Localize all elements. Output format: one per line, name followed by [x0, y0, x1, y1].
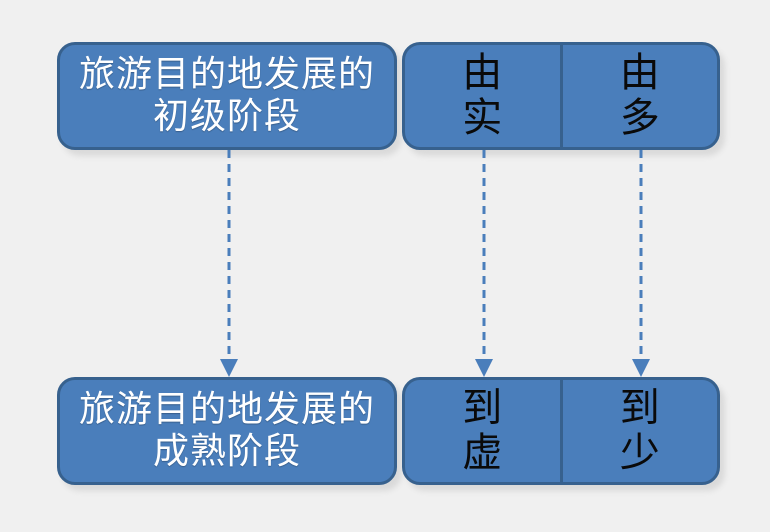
- top-pair-right-line1: 由: [619, 50, 660, 97]
- bottom-pair-right-text: 到 少: [620, 386, 660, 476]
- top-pair-left-line2: 实: [462, 95, 503, 141]
- bottom-stage-line2: 成熟阶段: [152, 431, 301, 472]
- connector-stage-arrow: [220, 150, 238, 377]
- bottom-pair-cell-left[interactable]: 到 虚: [405, 380, 560, 482]
- top-pair-left-line1: 由: [462, 50, 503, 97]
- top-pair-cell-left[interactable]: 由 实: [405, 45, 560, 147]
- top-pair-left-text: 由 实: [462, 51, 502, 141]
- connector-pair-1-arrow: [475, 150, 493, 377]
- top-pair-group: 由 实 由 多: [402, 42, 720, 150]
- top-pair-right-text: 由 多: [620, 51, 660, 141]
- bottom-pair-left-line2: 虚: [462, 430, 503, 476]
- top-pair-right-line2: 多: [619, 95, 660, 141]
- bottom-pair-left-text: 到 虚: [462, 386, 502, 476]
- top-stage-text: 旅游目的地发展的 初级阶段: [79, 54, 375, 139]
- top-stage-line1: 旅游目的地发展的: [78, 53, 375, 95]
- bottom-pair-group: 到 虚 到 少: [402, 377, 720, 485]
- bottom-stage-box[interactable]: 旅游目的地发展的 成熟阶段: [57, 377, 397, 485]
- top-stage-line2: 初级阶段: [152, 96, 301, 137]
- bottom-pair-left-line1: 到: [462, 385, 503, 432]
- top-stage-box[interactable]: 旅游目的地发展的 初级阶段: [57, 42, 397, 150]
- bottom-pair-right-line1: 到: [619, 385, 660, 432]
- bottom-pair-right-line2: 少: [619, 430, 660, 476]
- bottom-stage-text: 旅游目的地发展的 成熟阶段: [79, 389, 375, 474]
- bottom-pair-cell-right[interactable]: 到 少: [559, 380, 718, 482]
- bottom-stage-line1: 旅游目的地发展的: [78, 388, 375, 430]
- top-pair-cell-right[interactable]: 由 多: [559, 45, 718, 147]
- connector-pair-2-arrow: [632, 150, 650, 377]
